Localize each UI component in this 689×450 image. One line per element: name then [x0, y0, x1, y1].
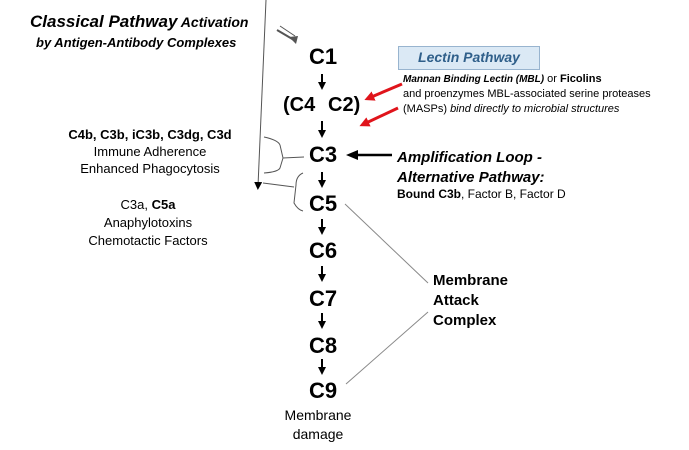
lectin-arrow-upper — [364, 82, 403, 101]
mbl-label: Mannan Binding Lectin (MBL) — [403, 74, 545, 85]
alternative-pathway-title: Amplification Loop - Alternative Pathway… — [397, 148, 545, 188]
membrane-damage-line2: damage — [292, 426, 344, 442]
c5-products-line2: Anaphylotoxins — [103, 215, 193, 230]
classical-pathway-title: Classical Pathway Activation — [30, 12, 248, 32]
lectin-pathway-title: Lectin Pathway — [418, 49, 520, 65]
classical-pathway-activation: Activation — [177, 14, 249, 30]
mac-line3: Complex — [433, 312, 497, 329]
lectin-bind-text: bind directly to microbial structures — [450, 103, 620, 115]
alternative-line2: Alternative Pathway: — [397, 169, 545, 186]
c5a-label: C5a — [151, 197, 176, 212]
lectin-description: Mannan Binding Lectin (MBL) or Ficolins … — [403, 72, 651, 117]
classical-pathway-subtitle: by Antigen-Antibody Complexes — [36, 35, 237, 50]
c5-products: C3a, C5a Anaphylotoxins Chemotactic Fact… — [58, 196, 238, 250]
alternative-line1: Amplification Loop - — [397, 149, 542, 166]
c3-products-line1: C4b, C3b, iC3b, C3dg, C3d — [68, 127, 232, 142]
alternative-factors: Bound C3b, Factor B, Factor D — [397, 187, 566, 201]
component-c4: (C4 — [283, 94, 316, 116]
classical-pathway-label: Classical Pathway — [30, 12, 178, 31]
membrane-damage-line1: Membrane — [284, 407, 352, 423]
c3a-label: C3a, — [120, 197, 152, 212]
mac-line1: Membrane — [433, 272, 509, 289]
membrane-damage-label: Membrane damage — [278, 406, 358, 444]
mac-line2: Attack — [433, 292, 479, 309]
mac-line-c5 — [344, 203, 429, 284]
ficolins-label: Ficolins — [560, 73, 602, 85]
c5-products-line1: C3a, C5a — [58, 196, 238, 214]
alternative-factors-rest: , Factor B, Factor D — [461, 187, 566, 201]
membrane-attack-complex: Membrane Attack Complex — [433, 271, 508, 331]
c5-products-line3: Chemotactic Factors — [88, 233, 208, 248]
lectin-pathway-box: Lectin Pathway — [398, 46, 540, 70]
bound-c3b-label: Bound C3b — [397, 187, 461, 201]
component-c2: C2) — [328, 94, 361, 116]
lectin-desc-line2: and proenzymes MBL-associated serine pro… — [403, 88, 651, 100]
component-c5: C5 — [309, 191, 338, 216]
c3-products-bracket — [263, 136, 305, 174]
mac-line-c9 — [345, 311, 429, 385]
lectin-desc-line3: (MASPs) bind directly to microbial struc… — [403, 102, 651, 117]
lectin-arrow-lower — [359, 106, 399, 127]
component-c7: C7 — [309, 286, 338, 311]
c5-products-bracket — [262, 172, 304, 212]
component-c6: C6 — [309, 238, 338, 263]
classical-arrow — [276, 25, 298, 44]
component-c9: C9 — [309, 378, 338, 403]
component-c1: C1 — [309, 44, 338, 69]
c3-products-line3: Enhanced Phagocytosis — [80, 161, 220, 176]
lectin-or: or — [544, 73, 560, 85]
c3-products: C4b, C3b, iC3b, C3dg, C3d Immune Adheren… — [40, 126, 260, 177]
component-c3: C3 — [309, 142, 338, 167]
masps-label: (MASPs) — [403, 103, 451, 115]
component-c8: C8 — [309, 333, 338, 358]
lectin-desc-line1: Mannan Binding Lectin (MBL) or Ficolins — [403, 72, 651, 87]
c3-products-line2: Immune Adherence — [93, 144, 207, 159]
